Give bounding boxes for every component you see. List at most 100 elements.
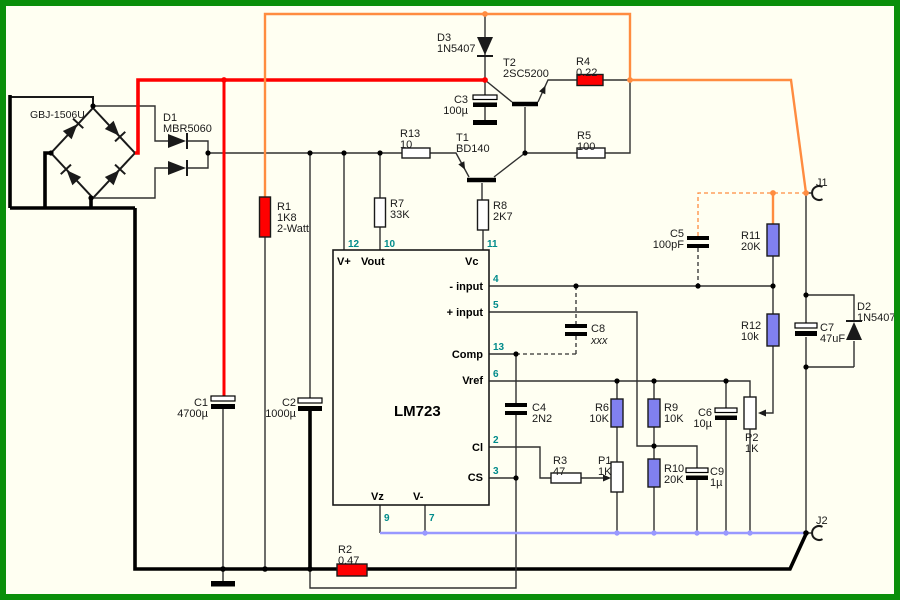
pin-num-2: 2 [493,435,499,446]
resistor-r2 [336,563,368,577]
label-r3-value: 47 [553,466,565,478]
wire-c8-dashed [516,286,577,355]
pin-label-minus-input: - input [449,281,483,293]
bridge-rectifier [60,117,126,186]
label-r13-ref: R13 [400,128,420,140]
wire-pin2-line [489,446,551,479]
pin-num-12: 12 [348,239,360,250]
label-d3-value: 1N5407 [437,43,476,55]
ground-symbol-c1 [211,581,235,587]
label-t2-value: 2SC5200 [503,68,549,80]
pin-num-10: 10 [384,239,396,250]
label-c5-ref: C5 [670,228,684,240]
capacitor-c9 [685,467,709,480]
pin-label-plus-input: + input [447,307,484,319]
wire-d1-bottom-cathode [186,153,209,169]
capacitor-c2 [297,397,323,411]
pin-num-5: 5 [493,300,499,311]
label-r4-value: 0.22 [576,67,597,79]
label-p2-ref: P2 [745,432,758,444]
label-d3-ref: D3 [437,32,451,44]
label-r7-ref: R7 [390,198,404,210]
resistor-r5 [576,147,606,159]
wire-orange-dashed [697,192,806,236]
junction-dots [48,11,809,572]
resistor-r13 [401,147,431,159]
label-r10-ref: R10 [664,463,684,475]
wire-vref-line [489,380,751,397]
pin-label-vout: Vout [361,256,385,268]
ic-lm723-body [332,249,490,506]
label-r1-ref: R1 [277,201,291,213]
component-labels: GBJ-1506U D1 MBR5060 D3 1N5407 T2 2SC520… [30,32,896,567]
ground-symbol-c3 [473,120,497,125]
wire-ground-bus-right [367,533,808,571]
label-j2: J2 [816,515,828,527]
label-r2-value: 0.47 [338,555,359,567]
bridge-diode-tr [104,120,126,143]
wire-d1-top-cathode [186,140,209,153]
connector-j2-symbol [811,525,823,541]
label-c1-value: 4700µ [177,408,208,420]
label-r1-value: 1K8 [277,212,297,224]
pin-label-vref: Vref [462,375,483,387]
label-r9-ref: R9 [664,402,678,414]
resistor-r7 [373,197,387,228]
bridge-diode-br [104,163,126,186]
t2-emitter-arrow [539,85,546,95]
wire-d2-branch [806,294,855,368]
label-r4-ref: R4 [576,56,590,68]
wire-red-rail [135,78,485,155]
wire-pin9-pin7 [379,505,426,533]
label-c4-ref: C4 [532,402,546,414]
label-r12-ref: R12 [741,320,761,332]
ic-labels: LM723 V+ Vout Vc - input + input Comp Vr… [337,239,505,524]
potentiometer-p1 [610,461,624,493]
label-r5-ref: R5 [577,130,591,142]
label-r5-value: 100 [577,141,595,153]
diode-d1-bottom [168,160,188,176]
label-r10-value: 20K [664,474,684,486]
pin-num-13: 13 [493,342,505,353]
label-t1-ref: T1 [456,132,469,144]
wire-t1-collector [493,152,526,178]
resistor-r8 [476,199,490,231]
label-c2-value: 1000µ [265,408,296,420]
label-d1-ref: D1 [163,112,177,124]
capacitor-c6 [714,407,738,420]
wire-d1-bottom-anode [91,167,168,199]
p2-wiper-arrow [758,409,766,417]
pin-label-cs: CS [468,472,483,484]
resistor-r4 [576,73,604,87]
label-d2-ref: D2 [857,301,871,313]
label-bridge: GBJ-1506U [30,109,85,121]
diode-d2 [846,320,862,340]
pin-num-7: 7 [429,513,435,524]
label-t2-ref: T2 [503,57,516,69]
label-c2-ref: C2 [282,397,296,409]
label-t1-value: BD140 [456,143,490,155]
label-r8-value: 2K7 [493,211,513,223]
p1-wiper-arrow [603,474,611,482]
label-ic-name: LM723 [394,403,441,420]
t1-emitter-arrow [458,161,466,170]
capacitor-c3 [472,94,498,107]
resistor-r6 [610,398,624,428]
wire-orange-net [263,12,808,197]
wire-connector-stubs [806,192,812,534]
pin-num-4: 4 [493,274,499,285]
resistor-r12 [766,313,780,347]
wire-d1-top-anode [93,105,168,142]
label-c9-ref: C9 [710,466,724,478]
label-c1-ref: C1 [194,397,208,409]
wire-r5 [525,80,631,154]
label-d1-value: MBR5060 [163,123,212,135]
wire-bridge-left [43,151,51,208]
label-p2-value: 1K [745,443,759,455]
wire-t2-emitter [537,79,577,103]
pin-num-6: 6 [493,369,499,380]
capacitor-c7 [794,322,818,336]
label-r13-value: 10 [400,139,412,151]
connector-j1-symbol [811,185,823,201]
